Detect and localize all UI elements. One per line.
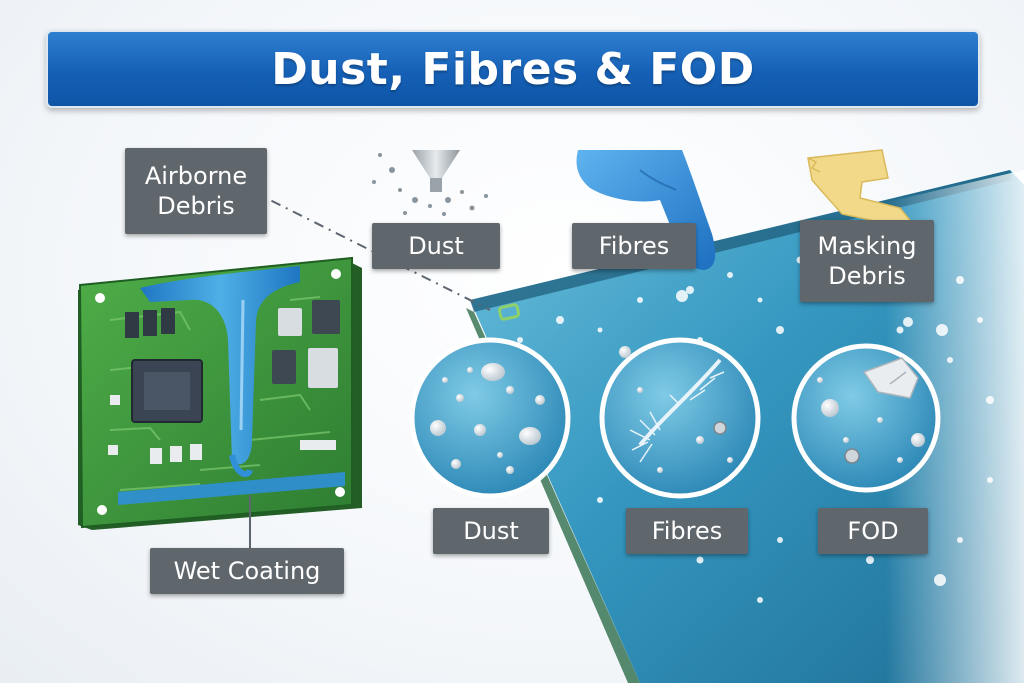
label-masking-debris: Masking Debris [800,220,934,302]
label-fibres-top: Fibres [572,223,696,269]
label-fod-circle: FOD [818,508,928,554]
magnifier-circle-fibres [599,337,761,499]
label-wet-coating-text: Wet Coating [173,557,321,585]
label-fibres-top-text: Fibres [598,232,670,260]
pcb-components [108,300,340,464]
label-masking-debris-line2: Debris [828,262,906,290]
label-airborne-debris-line2: Debris [157,192,235,220]
label-airborne-debris-line1: Airborne [144,162,248,190]
page-title: Dust, Fibres & FOD [271,43,755,95]
label-masking-debris-line1: Masking [817,232,917,260]
label-wet-coating: Wet Coating [150,548,344,594]
magnifier-circle-dust [409,337,571,499]
label-dust-top: Dust [372,223,500,269]
label-fod-circle-text: FOD [847,517,899,545]
magnifier-circle-fod [791,343,941,493]
label-dust-circle: Dust [433,508,549,554]
masking-tape-icon [807,149,920,232]
title-banner: Dust, Fibres & FOD [46,30,980,108]
label-fibres-circle: Fibres [626,508,748,554]
label-fibres-circle-text: Fibres [651,517,723,545]
dispensing-nozzle-icon [372,150,488,216]
label-airborne-debris: Airborne Debris [125,148,267,234]
wet-coating-flow [118,266,345,505]
pcb-board [78,256,362,530]
label-dust-circle-text: Dust [463,517,519,545]
leader-line-airborne [249,189,491,311]
label-dust-top-text: Dust [408,232,464,260]
